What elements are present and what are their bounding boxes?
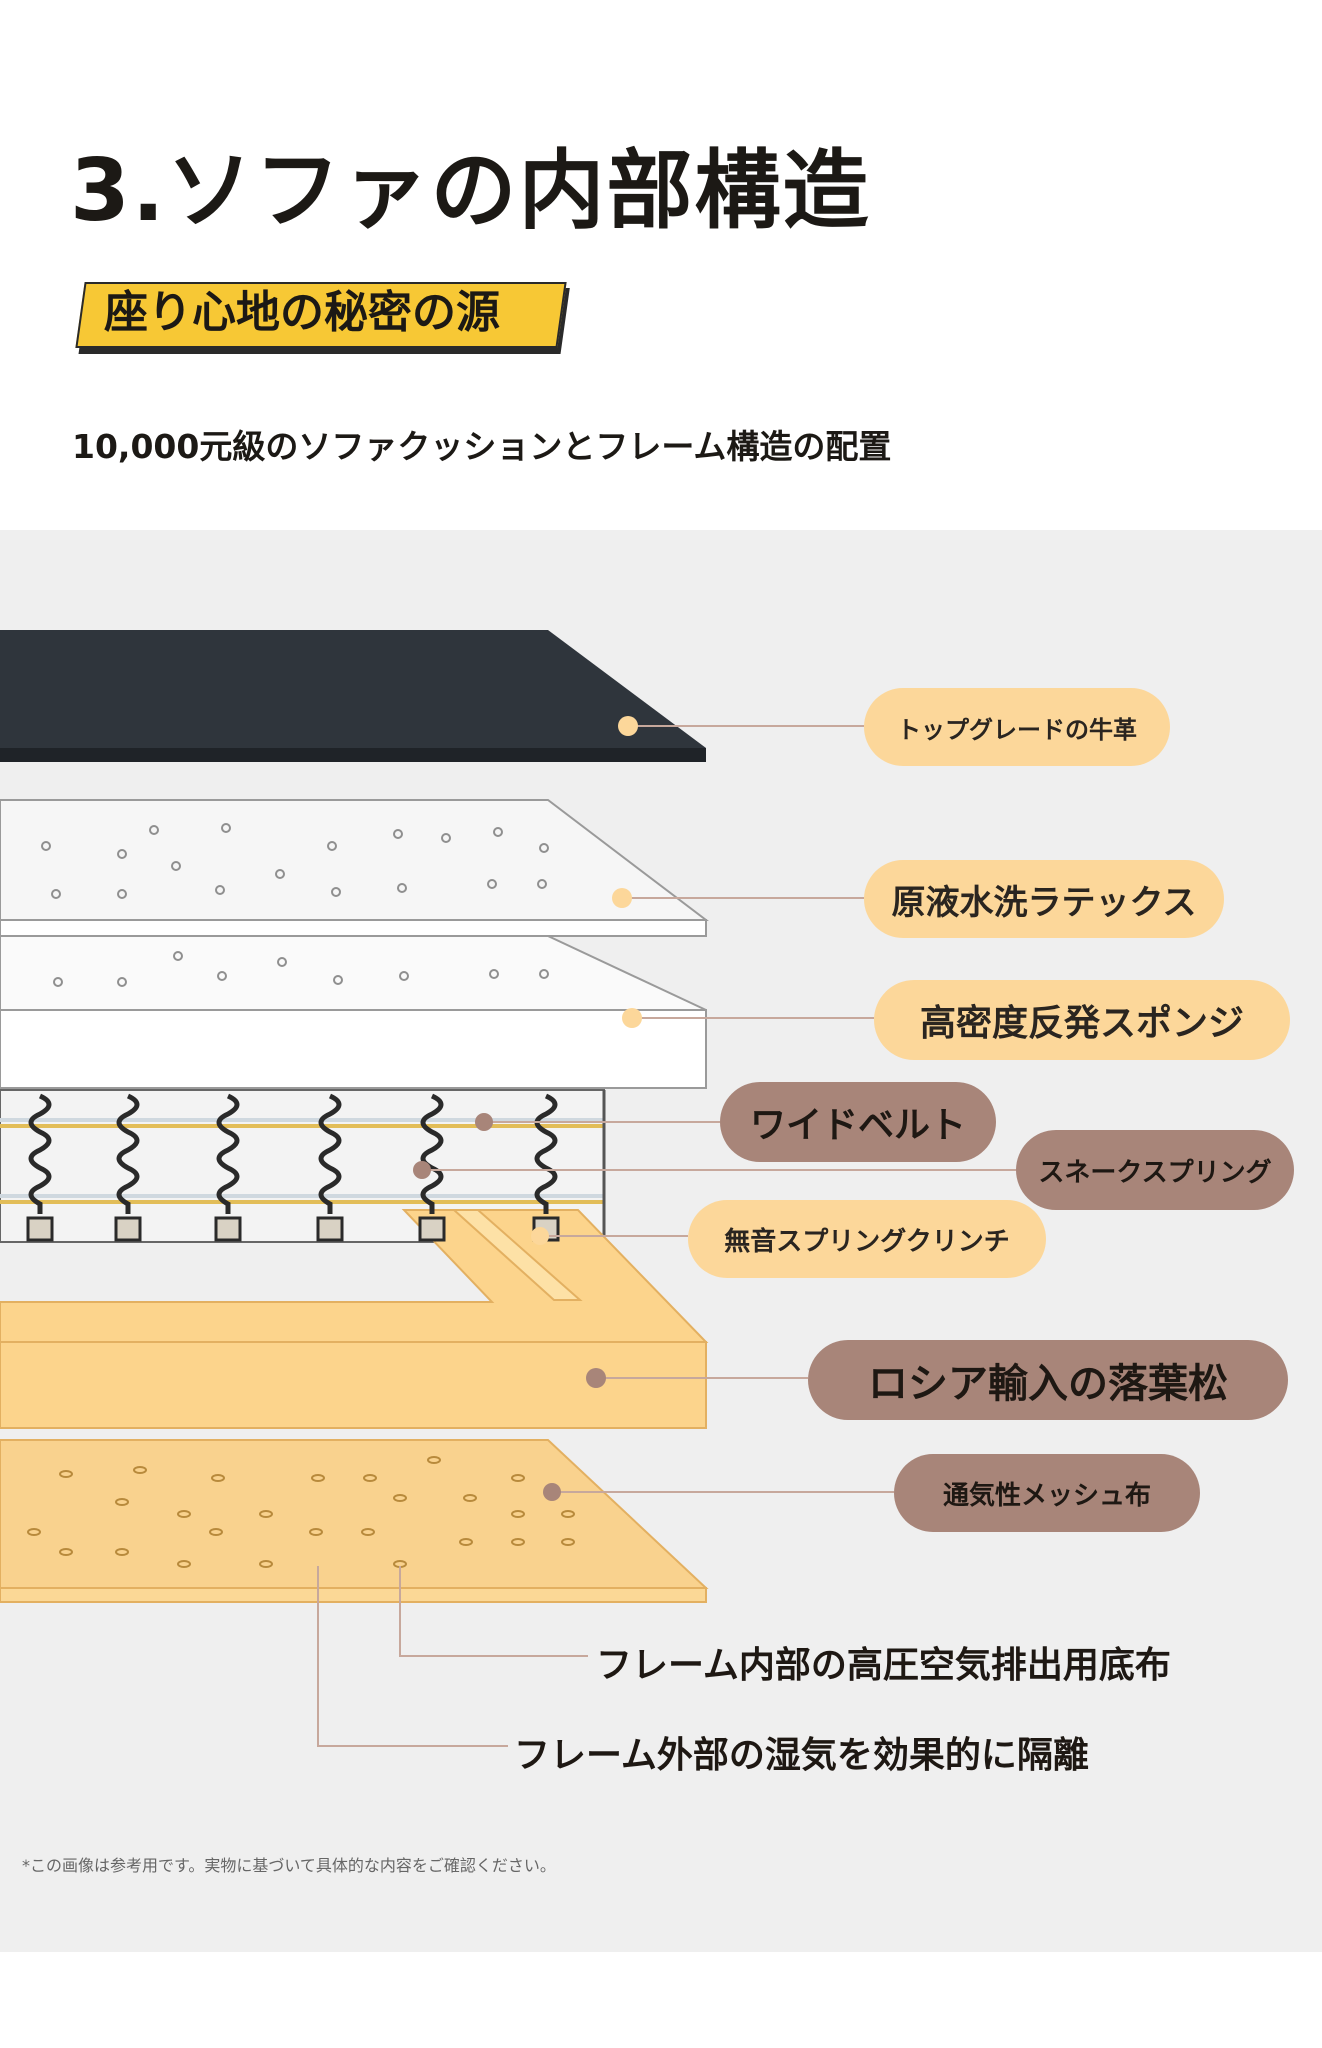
snake-spring [318,1093,342,1214]
spring-clinch [114,1216,142,1242]
page-subtitle: 10,000元級のソファクッションとフレーム構造の配置 [72,427,892,466]
label-leather: トップグレードの牛革 [864,688,1170,766]
page-title: 3.ソファの内部構造 [70,141,871,241]
badge-text: 座り心地の秘密の源 [104,287,500,338]
label-mesh: 通気性メッシュ布 [894,1454,1200,1532]
spring-clinch [26,1216,54,1242]
snake-spring [534,1093,558,1214]
snake-spring [420,1093,444,1214]
snake-spring [116,1093,140,1214]
spring-clinch [214,1216,242,1242]
spring-clinch [418,1216,446,1242]
label-inner-base: フレーム内部の高圧空気排出用底布 [596,1645,1171,1686]
leather-layer [0,630,706,762]
wood-frame [0,1209,709,1429]
label-larch: ロシア輸入の落葉松 [808,1340,1288,1420]
label-outer-isolation: フレーム外部の湿気を効果的に隔離 [514,1735,1089,1776]
label-belt: ワイドベルト [720,1082,996,1162]
footnote: *この画像は参考用です。実物に基づいて具体的な内容をご確認ください。 [22,1856,556,1875]
snake-spring [216,1093,240,1214]
label-sponge: 高密度反発スポンジ [874,980,1290,1060]
spring-clinch [316,1216,344,1242]
sponge-layer [0,935,707,1089]
anchor-dots [413,716,642,1501]
leader-lines [317,725,1016,1747]
sofa-structure-diagram [0,630,1016,1747]
label-latex: 原液水洗ラテックス [864,860,1224,938]
mesh-layer [0,1439,709,1603]
snake-spring [28,1093,52,1214]
snake-springs [26,1093,560,1242]
latex-dots [41,823,549,987]
latex-layer [0,799,709,937]
label-snake-spring: スネークスプリング [1016,1130,1294,1210]
label-clinch: 無音スプリングクリンチ [688,1200,1046,1278]
